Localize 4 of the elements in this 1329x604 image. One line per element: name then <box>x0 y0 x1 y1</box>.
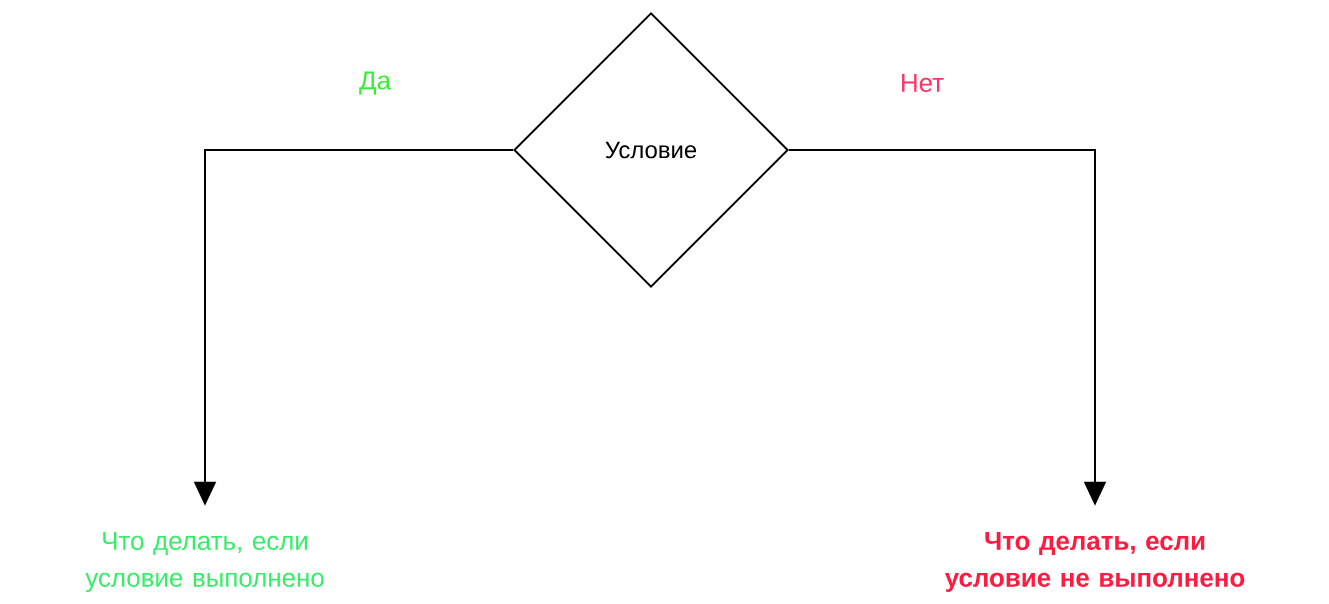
outcome-text: Что делать, если условие выполнено <box>85 531 324 592</box>
outcome-text: Что делать, если условие не выполнено <box>944 531 1245 592</box>
edge-label: Да <box>358 70 392 96</box>
edge-label: Нет <box>898 72 946 94</box>
